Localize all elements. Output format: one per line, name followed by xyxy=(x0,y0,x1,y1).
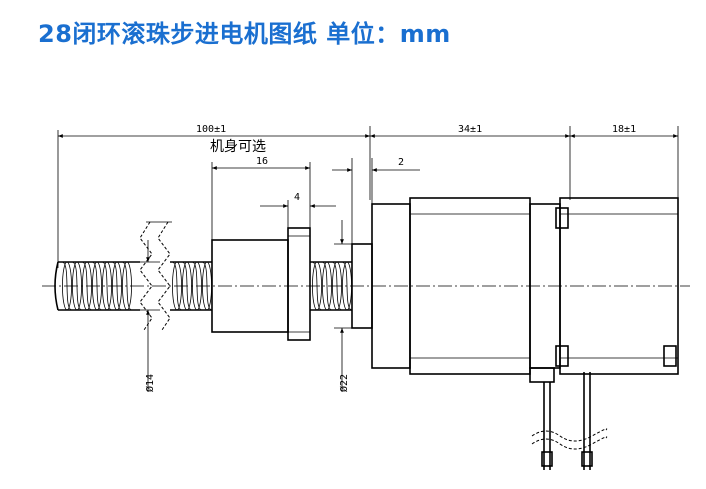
lead-screw-left xyxy=(54,261,140,311)
dim-pilot-dia-value: 22 xyxy=(339,374,350,386)
dim-rear-value: 18 xyxy=(612,124,624,135)
motor-leads xyxy=(531,372,608,470)
dimension-motor-body: 34±1 xyxy=(370,124,571,200)
dimension-nut-length: 16 xyxy=(211,156,311,240)
dim-screw-dia-prefix: Ø xyxy=(144,386,156,392)
dim-overall-value: 100 xyxy=(196,124,214,135)
dim-motor-tol: ±1 xyxy=(470,124,482,135)
dimension-flange-width: 4 xyxy=(260,192,336,228)
ball-nut xyxy=(211,227,311,341)
motor-body xyxy=(371,197,679,383)
lead-screw-middle xyxy=(170,261,213,311)
dim-motor-value: 34 xyxy=(458,124,470,135)
dimension-pilot-diameter: Ø22 xyxy=(334,220,352,392)
page-title: 28闭环滚珠步进电机图纸 单位：mm xyxy=(38,20,451,48)
dim-pilot-dia-prefix: Ø xyxy=(338,386,350,392)
svg-text:18±1: 18±1 xyxy=(612,124,636,135)
dim-pilot-depth-value: 2 xyxy=(398,157,404,168)
dimension-screw-diameter: Ø14 xyxy=(134,240,160,392)
dim-overall-tol: ±1 xyxy=(214,124,226,135)
svg-text:100±1: 100±1 xyxy=(196,124,226,135)
dim-rear-tol: ±1 xyxy=(624,124,636,135)
dim-screw-dia-value: 14 xyxy=(145,374,156,386)
dimension-overall-length: 100±1 xyxy=(57,124,371,268)
lead-screw-right xyxy=(310,243,373,329)
note-screw-length: 机身可选 xyxy=(210,139,266,155)
dimension-pilot-depth: 2 xyxy=(332,157,420,244)
svg-text:Ø22: Ø22 xyxy=(338,374,350,392)
dim-nut-value: 16 xyxy=(256,156,268,167)
dim-flange-value: 4 xyxy=(294,192,300,203)
svg-text:Ø14: Ø14 xyxy=(144,374,156,392)
dimension-rear-extension: 18±1 xyxy=(570,124,679,200)
svg-text:34±1: 34±1 xyxy=(458,124,482,135)
screw-break-symbol xyxy=(139,221,172,331)
